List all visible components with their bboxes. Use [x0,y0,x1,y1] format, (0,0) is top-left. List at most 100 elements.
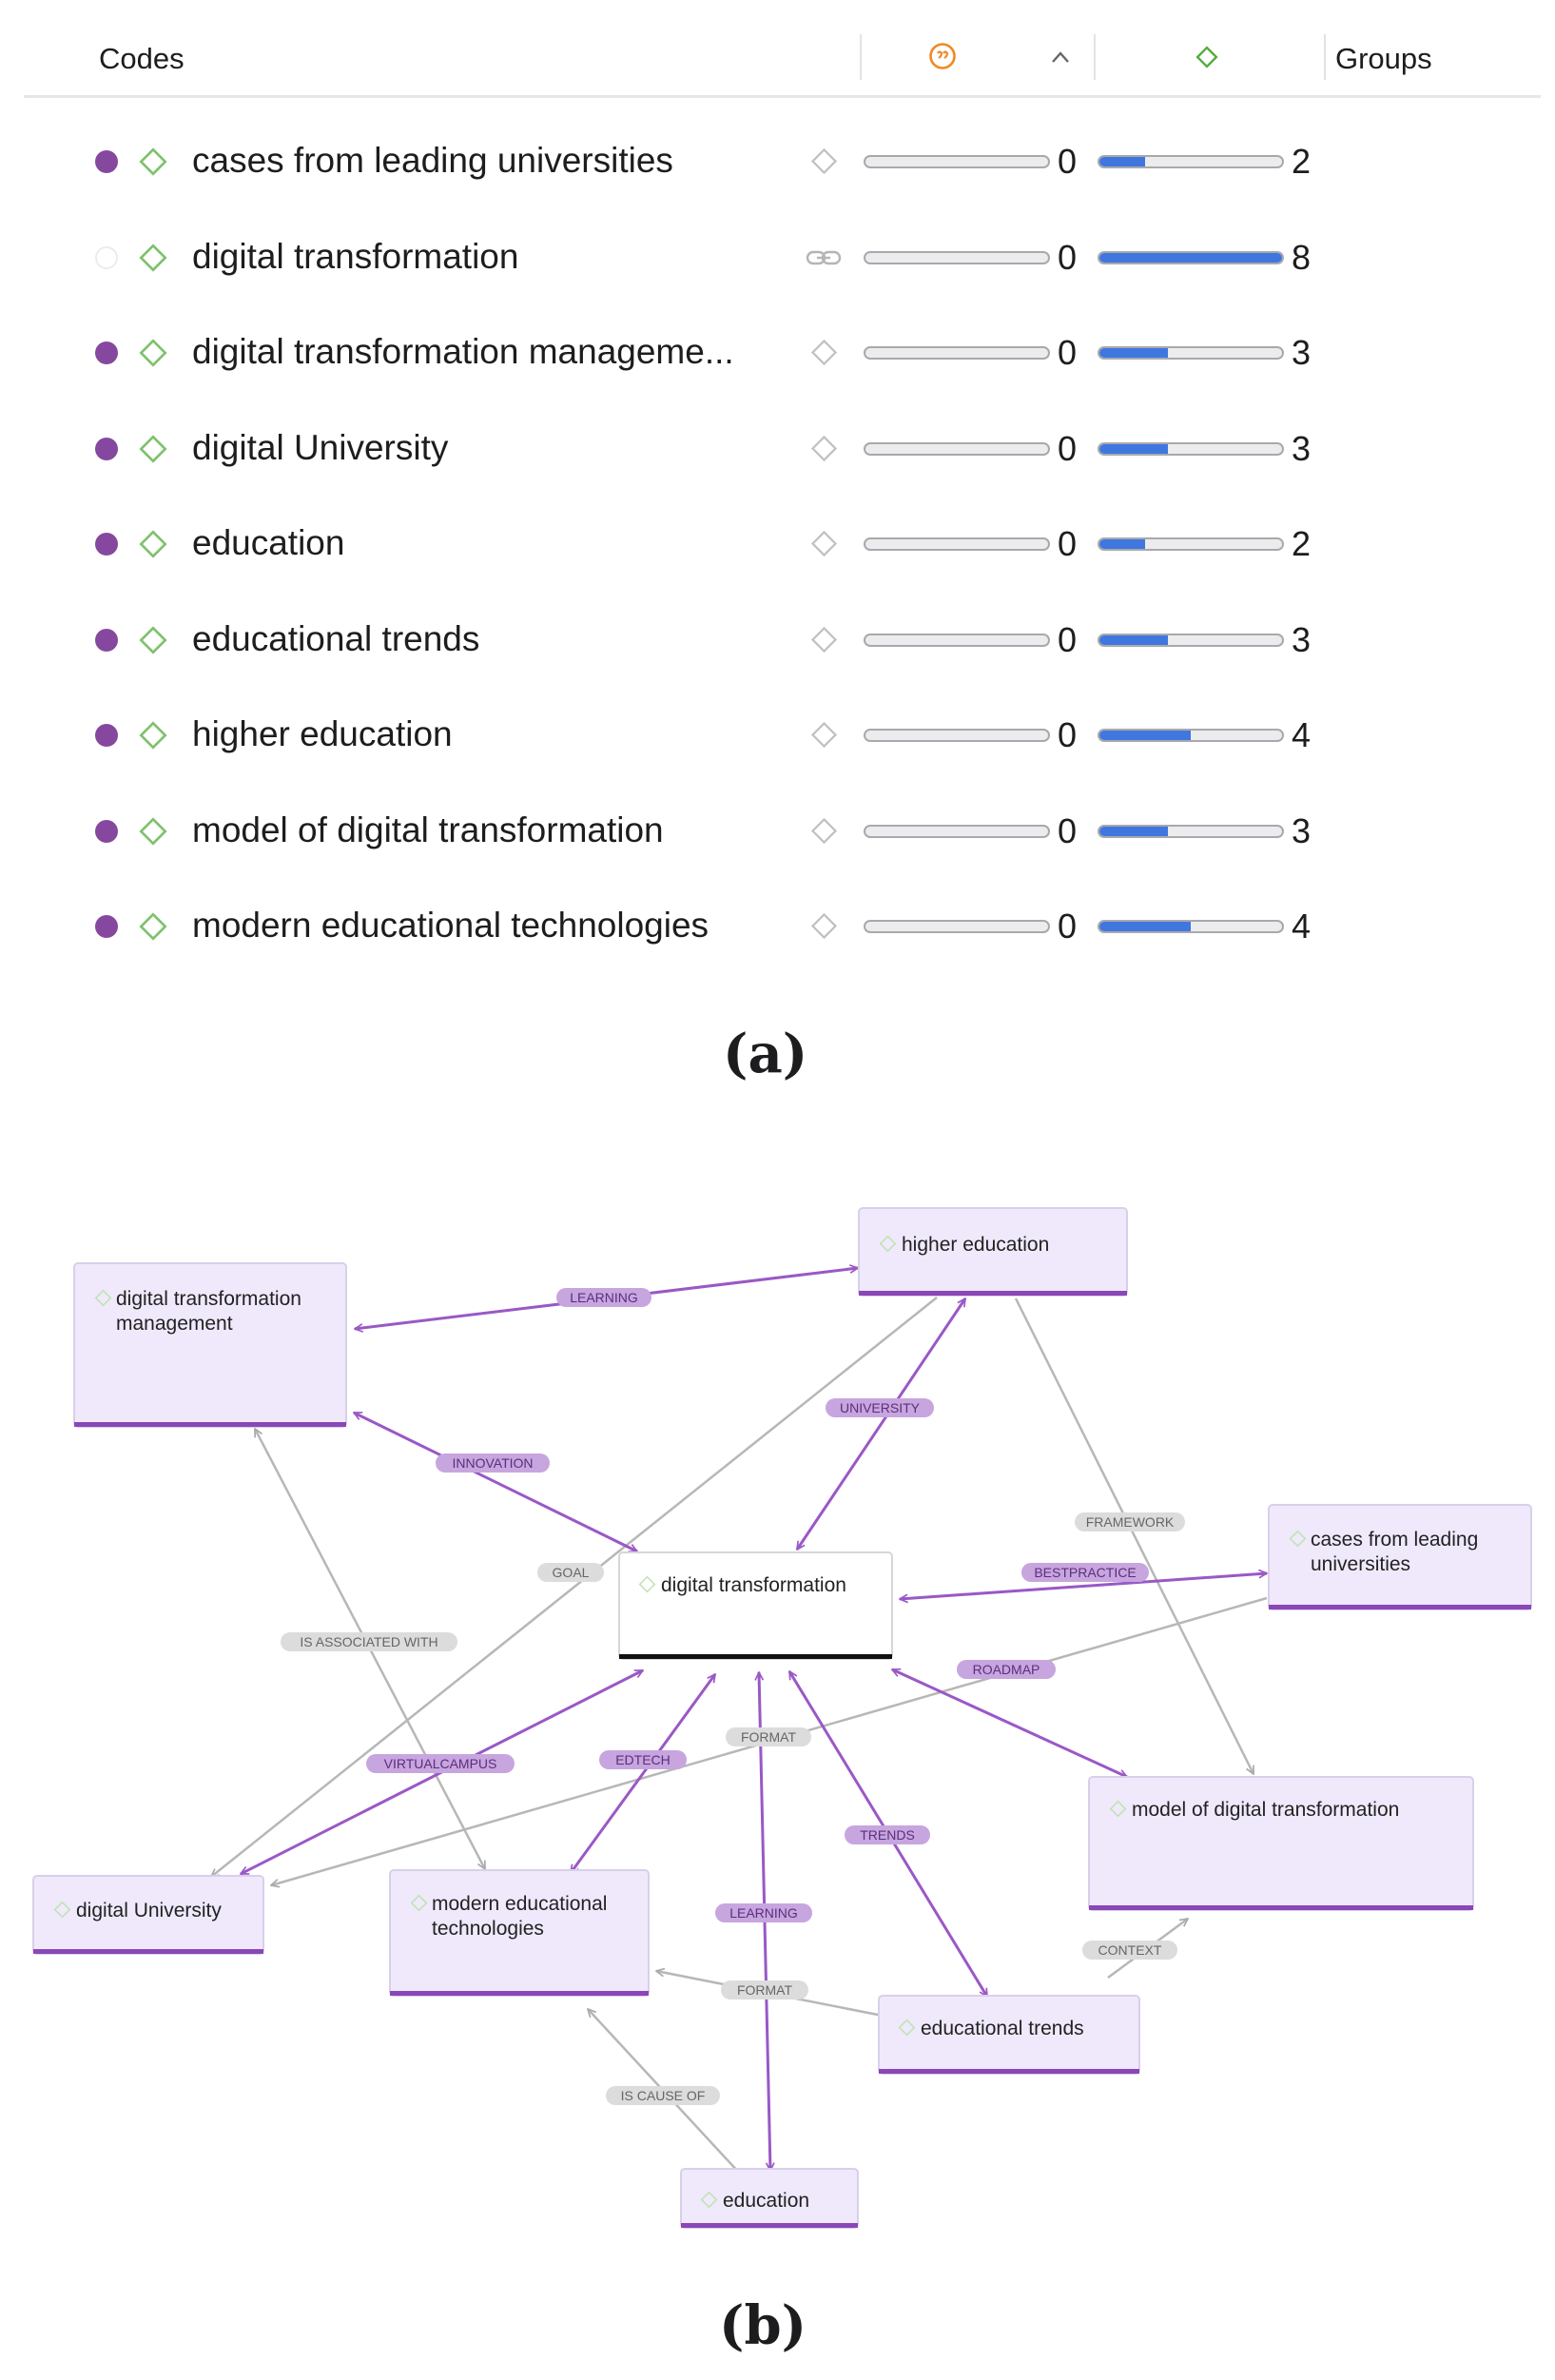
code-label[interactable]: digital transformation manageme... [192,332,734,371]
column-divider[interactable] [1324,34,1326,80]
edge-label-roadmap[interactable]: ROADMAP [957,1660,1056,1679]
svg-text:digital University: digital University [76,1900,222,1922]
svg-text:IS ASSOCIATED WITH: IS ASSOCIATED WITH [300,1634,437,1649]
quotations-count: 0 [1058,907,1078,946]
groups-count: 8 [1292,238,1312,277]
groups-column-header[interactable]: Groups [1335,42,1432,75]
edge-label-university[interactable]: UNIVERSITY [826,1398,934,1417]
groups-bar [1098,155,1284,168]
edge-university[interactable] [795,1298,967,1550]
code-diamond-icon [139,339,167,367]
quotations-count: 0 [1058,811,1078,850]
svg-text:FRAMEWORK: FRAMEWORK [1086,1514,1175,1530]
diamond-icon [810,912,838,940]
code-label[interactable]: digital University [192,428,449,467]
node-cases-from-leading-universities[interactable]: cases from leading universities [1268,1504,1532,1610]
edge-label-innovation[interactable]: INNOVATION [436,1453,550,1473]
diamond-icon [810,817,838,845]
code-label[interactable]: model of digital transformation [192,810,664,849]
quotations-bar [864,155,1050,168]
code-label[interactable]: educational trends [192,619,480,658]
code-groups-diamond-icon[interactable] [1195,45,1219,69]
code-label[interactable]: higher education [192,714,453,753]
edge-label-is-associated-with[interactable]: IS ASSOCIATED WITH [281,1632,457,1651]
edge-label-learning[interactable]: LEARNING [715,1903,812,1922]
node-digital-transformation[interactable]: digital transformation [618,1551,893,1660]
diamond-icon [810,339,838,366]
node-education[interactable]: education [680,2168,859,2229]
groups-bar [1098,537,1284,551]
edge-label-bestpractice[interactable]: BESTPRACTICE [1021,1563,1149,1582]
edge-label-virtualcampus[interactable]: VIRTUALCAMPUS [366,1754,515,1773]
svg-text:BESTPRACTICE: BESTPRACTICE [1034,1565,1136,1580]
node-digital-transformation-management[interactable]: digital transformation management [73,1262,347,1428]
svg-text:VIRTUALCAMPUS: VIRTUALCAMPUS [384,1756,497,1771]
code-color-dot [95,915,118,938]
column-divider[interactable] [860,34,862,80]
edge-label-format[interactable]: FORMAT [721,1980,808,2000]
code-color-dot [95,533,118,556]
codes-column-header[interactable]: Codes [99,42,185,75]
node-higher-education[interactable]: higher education [858,1207,1128,1297]
edge-framework[interactable] [1014,1297,1255,1774]
svg-text:CONTEXT: CONTEXT [1098,1942,1162,1958]
svg-text:IS CAUSE OF: IS CAUSE OF [621,2088,706,2103]
edge-bestpractice[interactable] [900,1573,1267,1599]
svg-text:technologies: technologies [432,1918,544,1940]
code-label[interactable]: digital transformation [192,237,519,276]
quotations-bar [864,537,1050,551]
svg-text:education: education [723,2190,809,2212]
edge-label-format[interactable]: FORMAT [726,1727,811,1746]
sort-ascending-icon[interactable] [1050,49,1071,65]
groups-bar [1098,825,1284,838]
quotations-count: 0 [1058,620,1078,659]
node-digital-university[interactable]: digital University [32,1875,264,1955]
node-model-of-digital-transformation[interactable]: model of digital transformation [1088,1776,1474,1911]
svg-text:educational trends: educational trends [921,2018,1084,2039]
code-diamond-icon [139,530,167,558]
edge-edtech[interactable] [569,1674,717,1873]
groups-count: 4 [1292,715,1312,754]
edge-label-context[interactable]: CONTEXT [1082,1941,1177,1960]
quotations-bar [864,825,1050,838]
node-educational-trends[interactable]: educational trends [878,1995,1140,2075]
code-label[interactable]: modern educational technologies [192,906,709,945]
quotation-icon[interactable] [928,42,957,70]
code-color-dot [95,724,118,747]
edge-label-trends[interactable]: TRENDS [845,1825,930,1844]
svg-text:universities: universities [1311,1553,1410,1575]
edge-roadmap[interactable] [892,1668,1127,1779]
diamond-icon [810,530,838,557]
svg-text:LEARNING: LEARNING [570,1290,638,1305]
code-diamond-icon [139,147,167,176]
code-label[interactable]: education [192,523,345,562]
quotations-bar [864,251,1050,264]
groups-count: 4 [1292,907,1312,946]
edge-label-framework[interactable]: FRAMEWORK [1075,1512,1185,1531]
code-color-dot [95,438,118,460]
column-divider[interactable] [1094,34,1096,80]
code-diamond-icon [139,912,167,941]
node-modern-educational-technologies[interactable]: modern educational technologies [389,1869,650,1997]
code-label[interactable]: cases from leading universities [192,141,673,180]
svg-text:UNIVERSITY: UNIVERSITY [840,1400,921,1415]
edge-innovation[interactable] [354,1411,637,1553]
groups-bar [1098,251,1284,264]
edge-label-learning[interactable]: LEARNING [556,1288,651,1307]
edge-label-edtech[interactable]: EDTECH [599,1750,687,1769]
code-row[interactable]: modern educational technologies 0 4 [0,879,1555,974]
groups-count: 2 [1292,142,1312,181]
edge-label-goal[interactable]: GOAL [537,1563,604,1582]
code-diamond-icon [139,817,167,846]
svg-text:digital transformation: digital transformation [116,1288,301,1310]
code-color-dot [95,820,118,843]
edge-label-is-cause-of[interactable]: IS CAUSE OF [606,2086,720,2105]
